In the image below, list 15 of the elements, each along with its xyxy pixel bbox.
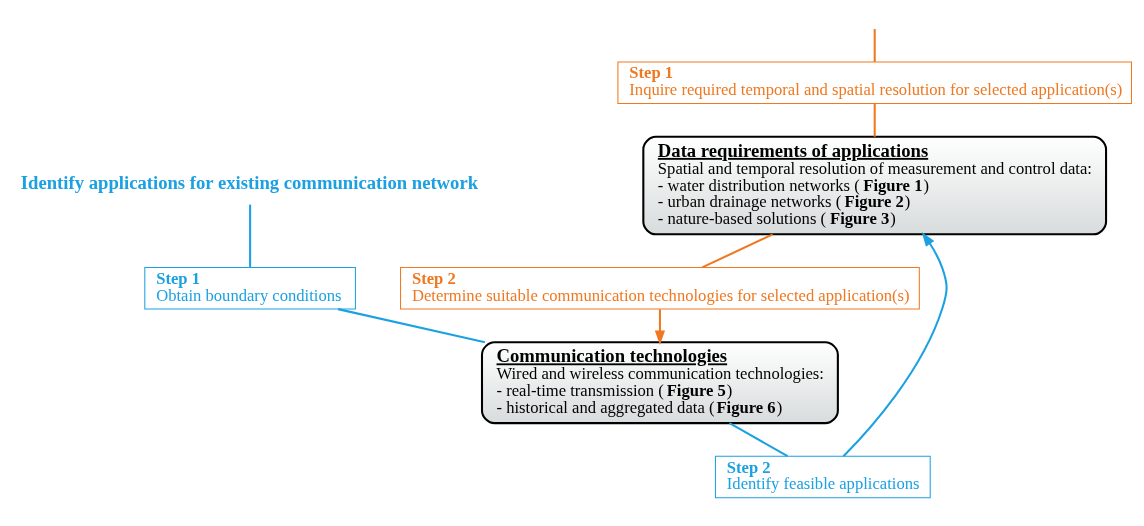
arrow xyxy=(654,309,666,346)
connector xyxy=(873,29,876,62)
arrow xyxy=(842,231,948,458)
node-box: Data requirements of applications Spatial and temporal resolution of measurement and control data: - water distribution networks (Figure 1) - urban drainage networks (Figure 2) - nature-based solutions (Figure 3) xyxy=(642,135,1108,236)
connector xyxy=(249,204,252,268)
connector xyxy=(728,422,789,457)
connector xyxy=(337,308,486,344)
node-box: Step 1 Inquire required temporal and spatial resolution for selected application(s) xyxy=(617,61,1132,105)
node-box: Step 1 Obtain boundary conditions xyxy=(144,267,356,310)
connector xyxy=(701,233,774,269)
node-text: Identify applications for existing communication network xyxy=(20,172,479,194)
node-box: Step 2 Identify feasible applications xyxy=(714,455,931,499)
connector xyxy=(873,103,876,137)
node-box: Step 2 Determine suitable communication technologies for selected application(s) xyxy=(400,267,920,310)
node-box: Communication technologies Wired and wireless communication technologies: - real-time transmission (Figure 5) - historical and aggregated data (Figure 6) xyxy=(480,341,839,425)
